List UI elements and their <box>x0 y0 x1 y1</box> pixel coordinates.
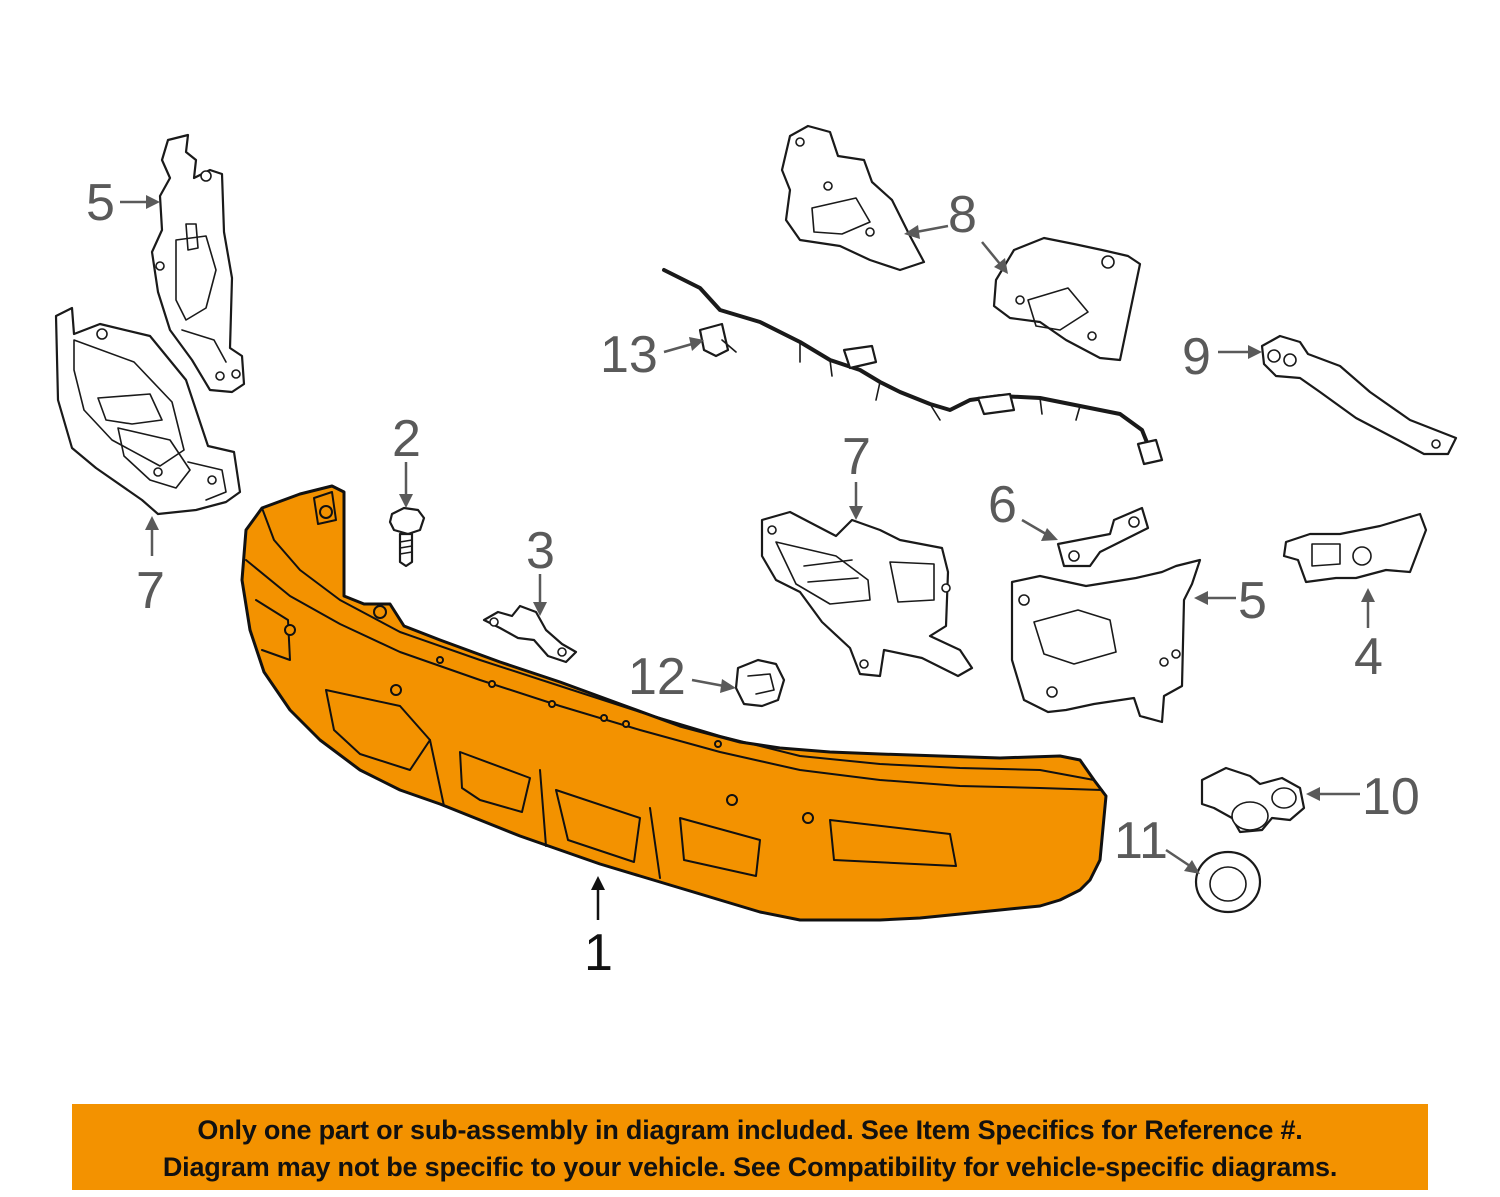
callout-8: 8 <box>948 186 977 244</box>
callout-11: 11 <box>1114 812 1168 870</box>
part-6-bracket <box>1056 506 1150 568</box>
callout-12: 12 <box>628 648 686 706</box>
callout-5-right: 5 <box>1238 572 1267 630</box>
leader-arrows <box>120 195 1375 920</box>
callout-13: 13 <box>600 326 658 384</box>
disclaimer-line-1: Only one part or sub-assembly in diagram… <box>197 1115 1303 1145</box>
disclaimer-line-2: Diagram may not be specific to your vehi… <box>162 1152 1338 1182</box>
callout-7-center: 7 <box>842 428 871 486</box>
part-1-bumper <box>240 484 1108 922</box>
part-11-ring <box>1194 850 1262 914</box>
part-3-bracket <box>482 604 578 664</box>
part-7-center-bracket <box>760 510 974 678</box>
callout-3: 3 <box>526 522 555 580</box>
part-4-bracket <box>1282 512 1428 584</box>
callout-5-left: 5 <box>86 174 115 232</box>
callout-2: 2 <box>392 410 421 468</box>
part-12-clip <box>734 658 786 708</box>
part-9-bar <box>1260 334 1458 456</box>
part-8-brackets <box>780 124 1142 362</box>
callout-6: 6 <box>988 476 1017 534</box>
callout-1: 1 <box>584 924 613 982</box>
callout-10: 10 <box>1362 768 1420 826</box>
disclaimer-banner: Only one part or sub-assembly in diagram… <box>72 1104 1428 1190</box>
callout-labels: 5 7 2 3 12 13 8 9 7 6 5 4 10 11 1 <box>86 174 1420 982</box>
part-7-left-bracket <box>54 306 242 516</box>
callout-7-left: 7 <box>136 562 165 620</box>
part-10-sensor <box>1200 766 1306 834</box>
part-2-bolt <box>388 506 426 568</box>
callout-9: 9 <box>1182 328 1211 386</box>
part-5-right-bracket <box>1010 558 1202 724</box>
part-5-left-bracket <box>150 133 246 394</box>
part-13-wiring-harness <box>662 268 1164 466</box>
callout-4: 4 <box>1354 628 1383 686</box>
